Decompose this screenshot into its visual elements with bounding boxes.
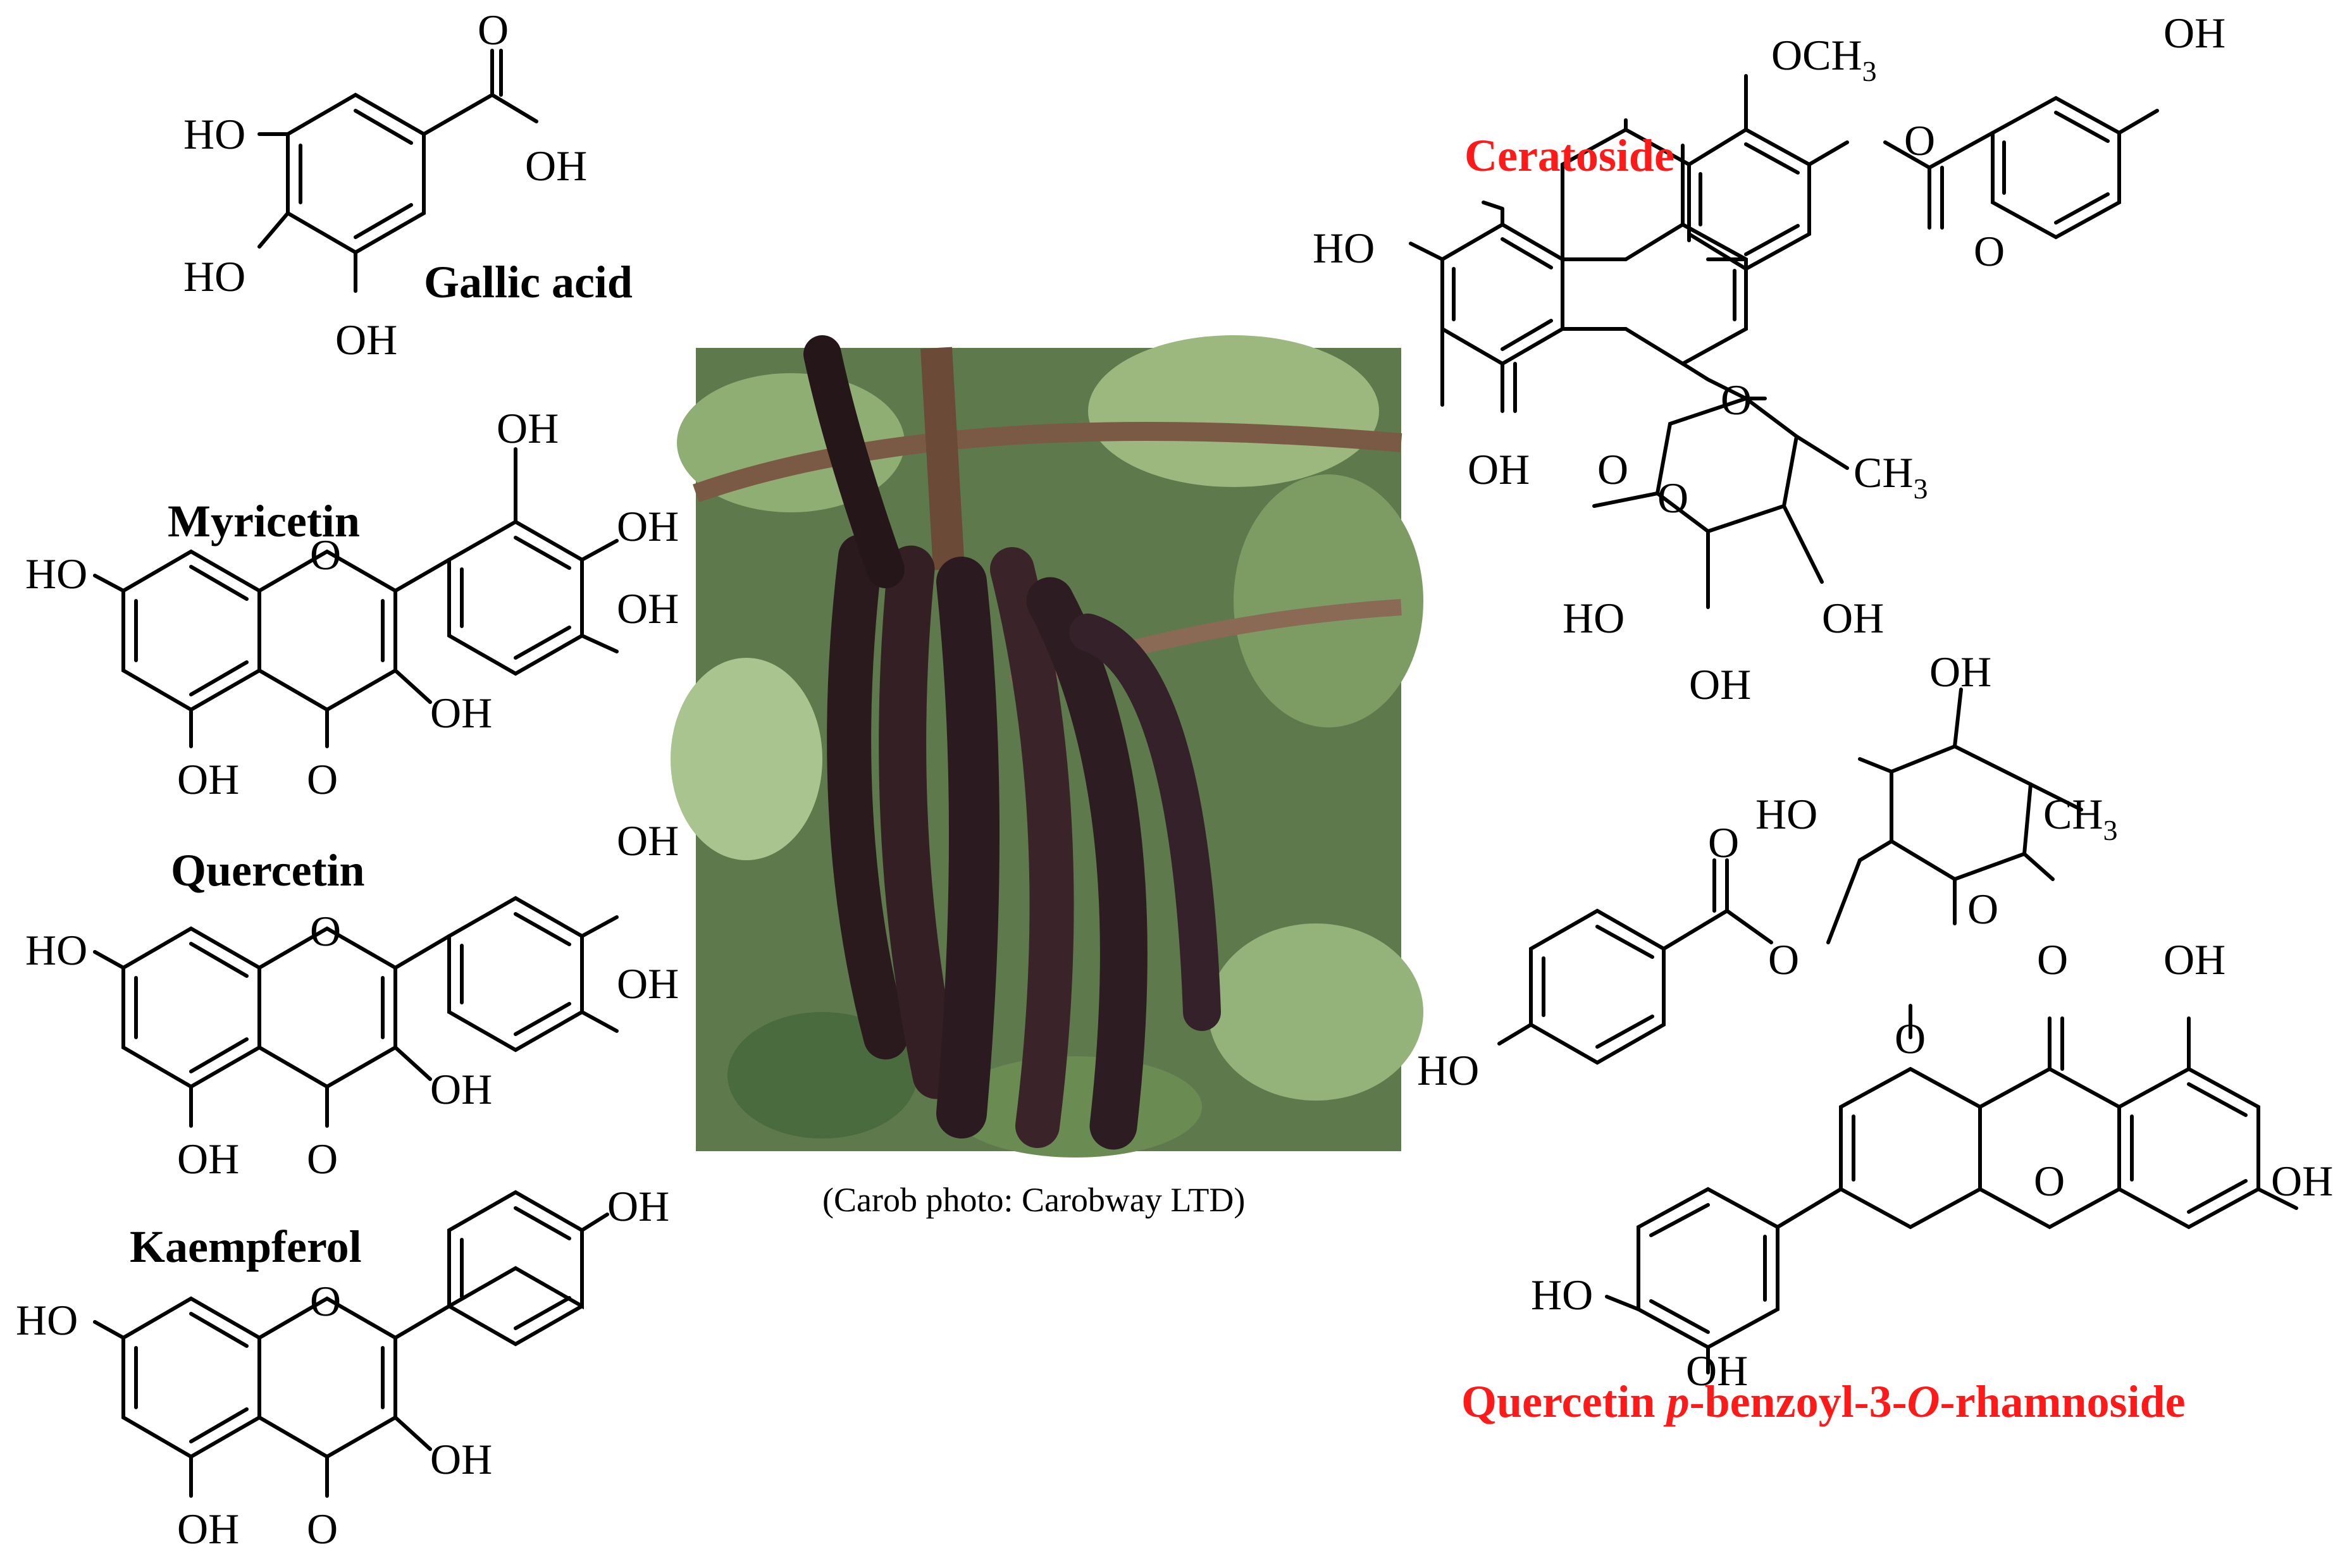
kaempferol-o-4: O (307, 1505, 338, 1553)
qr-ch3-sub: 3 (2103, 814, 2117, 846)
gallic-acid-structure: HO HO OH O OH Gallic acid (183, 6, 633, 364)
gallic-ho-1: HO (183, 110, 245, 158)
qr-name-mid: -benzoyl-3- (1690, 1376, 1907, 1427)
myricetin-oh-3: OH (430, 689, 492, 737)
qr-name-prefix: Quercetin (1461, 1376, 1667, 1427)
ceratoside-o-ket: O (1597, 445, 1628, 493)
qr-o-carbonyl: O (1708, 818, 1739, 867)
myricetin-oh-b: OH (617, 502, 679, 550)
ceratoside-ch3-main: CH (1854, 448, 1913, 497)
gallic-oh-bottom: OH (335, 316, 397, 364)
ceratoside-oh-low: OH (1468, 445, 1530, 493)
qr-ho-sugar: HO (1755, 790, 1817, 838)
myricetin-oh-a: OH (497, 404, 559, 452)
gallic-acid-name: Gallic acid (424, 257, 633, 307)
kaempferol-oh-5: OH (177, 1505, 239, 1553)
ceratoside-o-carbonyl: O (1974, 227, 2005, 275)
ceratoside-oh-sugar-2: OH (1689, 660, 1751, 708)
qr-oh-top: OH (1929, 648, 1991, 696)
ceratoside-o-ester: O (1904, 116, 1935, 164)
qr-o-ring: O (1967, 885, 1998, 933)
qr-name-o: O (1907, 1376, 1940, 1427)
quercetin-oh-b: OH (617, 960, 679, 1008)
myricetin-ho-7: HO (25, 550, 87, 598)
qr-ho-catechol-1: HO (1531, 1271, 1593, 1319)
qr-ho-left: HO (1417, 1046, 1479, 1094)
quercetin-o-ring: O (310, 907, 341, 955)
ceratoside-o-ring: O (1657, 474, 1688, 522)
ceratoside-oh-top: OH (2163, 9, 2225, 57)
quercetin-name: Quercetin (171, 845, 365, 896)
gallic-o-carbonyl: O (478, 6, 509, 54)
myricetin-oh-5: OH (177, 755, 239, 803)
ceratoside-name: Ceratoside (1464, 130, 1674, 181)
qr-o-ket: O (2037, 935, 2068, 984)
quercetin-rhamnoside-structure: OH HO CH3 O O O HO O O OH O OH HO OH Que… (1417, 648, 2333, 1427)
ceratoside-oh-sugar-1: OH (1822, 594, 1884, 642)
qr-name-p: p (1663, 1376, 1690, 1427)
myricetin-oh-c: OH (617, 584, 679, 633)
ceratoside-ch3: CH3 (1854, 448, 1928, 505)
myricetin-name: Myricetin (168, 496, 360, 546)
kaempferol-oh-a: OH (607, 1182, 669, 1230)
qr-oh-5: OH (2163, 935, 2225, 984)
ceratoside-structure: OCH3 OH O O HO OH O O O CH3 HO OH OH Cer… (1313, 9, 2225, 708)
photo-caption: (Carob photo: Carobway LTD) (822, 1181, 1245, 1219)
qr-ch3: CH3 (2043, 790, 2117, 846)
ceratoside-ho-sugar: HO (1563, 594, 1625, 642)
myricetin-o-4: O (307, 755, 338, 803)
quercetin-oh-a: OH (617, 817, 679, 865)
kaempferol-ho-7: HO (16, 1296, 78, 1344)
gallic-ho-2: HO (183, 252, 245, 300)
ceratoside-ch3-sub: 3 (1913, 472, 1928, 505)
myricetin-o-ring: O (310, 531, 341, 579)
qr-name: Quercetin p-benzoyl-3-O-rhamnoside (1461, 1376, 2186, 1427)
qr-o-glyc: O (1895, 1015, 1926, 1063)
ceratoside-och3: OCH3 (1771, 31, 1877, 87)
quercetin-oh-3: OH (430, 1065, 492, 1113)
kaempferol-structure: HO O OH OH OH O Kaempferol (16, 1182, 669, 1553)
carob-photo (671, 335, 1423, 1157)
quercetin-structure: HO O OH OH OH OH O Quercetin (25, 817, 679, 1183)
quercetin-ho-7: HO (25, 926, 87, 974)
myricetin-structure: HO O OH OH OH OH OH O Myricetin (25, 404, 679, 803)
kaempferol-name: Kaempferol (130, 1221, 362, 1272)
qr-o-ester: O (1768, 935, 1799, 984)
qr-oh-7: OH (2271, 1157, 2333, 1205)
ceratoside-och3-main: OCH (1771, 31, 1862, 79)
qr-name-suffix: -rhamnoside (1940, 1376, 2186, 1427)
kaempferol-oh-3: OH (430, 1435, 492, 1483)
qr-o-ring2: O (2034, 1157, 2065, 1205)
ceratoside-och3-sub: 3 (1862, 55, 1877, 87)
quercetin-o-4: O (307, 1135, 338, 1183)
qr-oh-catechol-2: OH (1686, 1347, 1748, 1395)
ceratoside-o-glyc: O (1721, 376, 1752, 424)
kaempferol-o-ring: O (310, 1277, 341, 1325)
quercetin-oh-5: OH (177, 1135, 239, 1183)
ceratoside-ho-left: HO (1313, 224, 1375, 272)
qr-ch3-main: CH (2043, 790, 2103, 838)
gallic-oh-acid: OH (525, 142, 587, 190)
